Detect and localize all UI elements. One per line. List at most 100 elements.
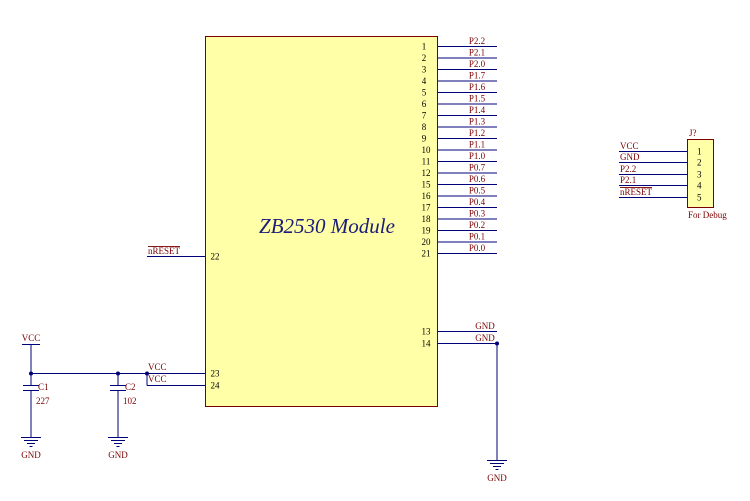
pin-number: 21 [422,249,431,259]
net-label: P0.5 [469,186,486,196]
net-label: P2.1 [620,175,636,185]
pin-number: 18 [422,214,432,224]
gnd-label: GND [21,450,41,460]
module-left-pins: 22 nRESET 23 VCC 24 VCC [145,246,220,391]
net-label: nRESET [148,246,181,256]
gnd-symbol-module: GND [487,460,507,483]
pin-number: 10 [422,145,432,155]
net-label: VCC [148,374,167,384]
net-label: P2.0 [469,59,486,69]
module-pin-20: 20 P0.1 [422,232,497,247]
net-label: P0.6 [469,174,486,184]
pin-number: 13 [422,327,432,337]
connector-pin-3: 3 P2.2 [619,164,702,180]
pin-number: 4 [422,76,427,86]
connector-pin-1: 1 VCC [619,141,702,157]
pin-number: 20 [422,237,432,247]
pin-number: 3 [697,170,702,180]
net-label: P1.2 [469,128,485,138]
pin-number: 1 [697,147,702,157]
pin-number: 2 [697,158,702,168]
net-label: P0.2 [469,220,485,230]
net-label: P1.1 [469,140,485,150]
gnd-symbol-c2: GND [108,437,128,460]
debug-connector: J? For Debug 1 VCC 2 GND 3 P2.2 4 P2.1 5… [619,128,727,220]
net-label: P2.2 [469,36,485,46]
module-pin-2: 2 P2.1 [422,48,497,63]
module-pin-4: 4 P1.7 [422,71,497,86]
net-label: VCC [148,362,167,372]
module-pin-15: 15 P0.6 [422,174,497,190]
module-pin-23: 23 VCC [147,362,220,379]
net-label: GND [475,333,495,343]
cap-value: 102 [123,396,137,406]
pin-number: 1 [422,42,427,52]
pin-number: 19 [422,226,432,236]
net-label: P2.2 [620,164,636,174]
module-title: ZB2530 Module [259,214,395,238]
net-label: P0.4 [469,197,486,207]
capacitor-c2: C2 102 GND [108,373,137,460]
module-pin-13: 13 GND [422,321,497,337]
module-pin-9: 9 P1.2 [422,128,497,144]
pin-number: 17 [422,203,432,213]
net-label: P1.6 [469,82,486,92]
connector-note: For Debug [688,210,727,220]
gnd-symbol-c1: GND [21,437,41,460]
net-label: P2.1 [469,48,485,58]
module-pin-5: 5 P1.6 [422,82,497,98]
module-gnd-pins: 13 GND 14 GND GND [422,321,508,483]
net-label: P1.3 [469,117,486,127]
pin-number: 4 [697,181,702,191]
pin-number: 3 [422,65,427,75]
net-label: P0.1 [469,232,485,242]
pin-number: 14 [422,339,432,349]
capacitor-c1: C1 227 GND [21,373,50,460]
pin-number: 16 [422,191,432,201]
module-pin-16: 16 P0.5 [422,186,497,201]
pin-number: 2 [422,53,427,63]
module-pin-14: 14 GND [422,333,497,349]
net-label: GND [620,152,640,162]
connector-body [687,139,714,208]
module-pin-1: 1 P2.2 [422,36,497,52]
pin-number: 15 [422,180,432,190]
net-label: P0.7 [469,163,486,173]
pin-number: 11 [422,157,431,167]
cap-ref: C1 [38,382,49,392]
net-label: P1.4 [469,105,486,115]
module-pin-24: 24 VCC [147,374,220,391]
net-label: P0.0 [469,243,486,253]
cap-ref: C2 [125,382,136,392]
pin-number: 5 [697,193,702,203]
module-pin-11: 11 P1.0 [422,151,497,167]
pin-number: 12 [422,168,431,178]
gnd-label: GND [487,473,507,483]
connector-pin-2: 2 GND [619,152,702,168]
gnd-label: GND [108,450,128,460]
module-pin-6: 6 P1.5 [422,94,497,109]
module-pin-18: 18 P0.3 [422,209,497,224]
module-pin-22: 22 nRESET [147,246,220,262]
zb2530-module: ZB2530 Module [205,36,438,407]
pin-number: 5 [422,88,427,98]
module-pin-12: 12 P0.7 [422,163,497,178]
pin-number: 8 [422,122,427,132]
net-label: P0.3 [469,209,486,219]
module-pin-7: 7 P1.4 [422,105,497,121]
pin-number: 23 [211,369,221,379]
net-label: GND [475,321,495,331]
pin-number: 22 [211,252,220,262]
connector-pin-4: 4 P2.1 [619,175,702,191]
connector-pin-5: 5 nRESET [619,187,702,203]
module-pin-8: 8 P1.3 [422,117,497,132]
pin-number: 24 [211,381,221,391]
pin-number: 9 [422,134,427,144]
pin-number: 7 [422,111,427,121]
net-label: VCC [620,141,639,151]
net-label: P1.7 [469,71,486,81]
net-label: nRESET [620,187,653,197]
net-label: P1.5 [469,94,486,104]
vcc-label: VCC [22,333,41,343]
